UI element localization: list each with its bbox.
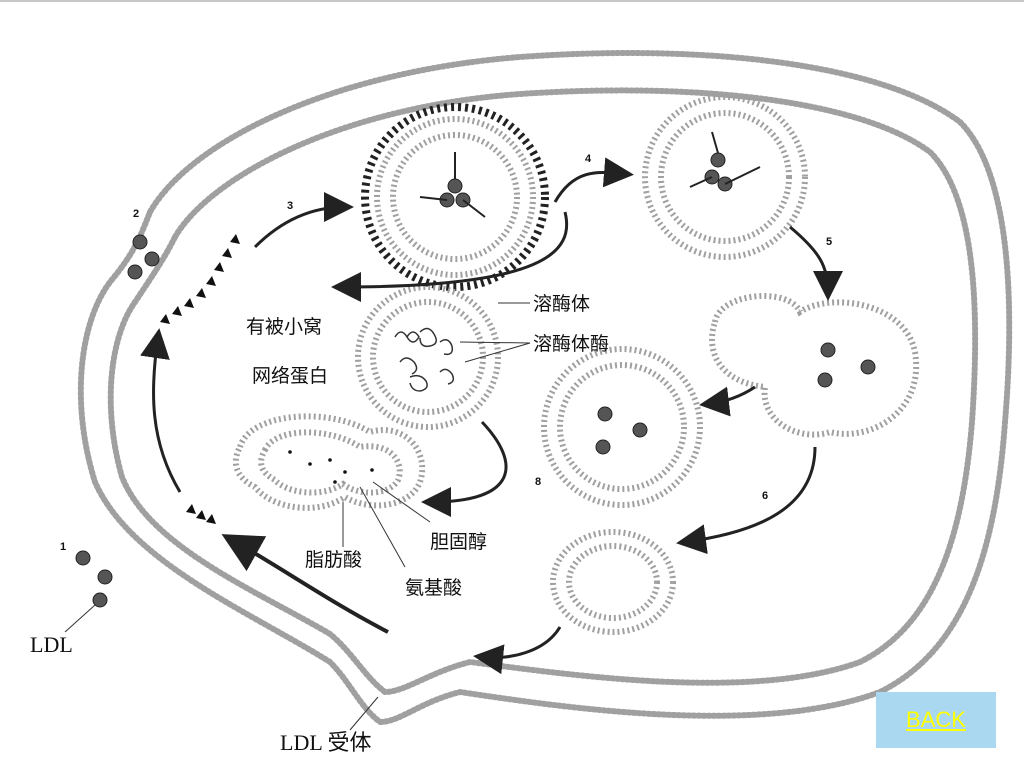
step-3: 3 <box>287 200 293 212</box>
step-1: 1 <box>60 541 66 553</box>
lysosomal-enzymes <box>394 327 455 392</box>
label-leaders <box>64 302 531 731</box>
step-8: 8 <box>535 476 541 488</box>
fusion-vesicle <box>709 293 920 438</box>
back-button-label[interactable]: BACK <box>906 707 966 732</box>
cell-membrane <box>77 50 1013 726</box>
label-fatty-acid: 脂肪酸 <box>305 549 362 571</box>
label-clathrin: 网络蛋白 <box>252 365 328 387</box>
ldl-particles <box>75 234 160 608</box>
label-coated-pit: 有被小窝 <box>246 316 322 338</box>
endosome-vesicle <box>642 94 808 260</box>
back-button[interactable]: BACK <box>876 692 996 748</box>
product-vesicle <box>232 413 426 511</box>
label-amino-acid: 氨基酸 <box>405 577 462 599</box>
lysosome <box>355 284 501 430</box>
coated-pit-triangles <box>160 234 240 524</box>
step-6: 6 <box>762 490 768 502</box>
recycling-vesicle <box>550 529 676 635</box>
secondary-lysosome <box>541 346 703 508</box>
label-cholesterol: 胆固醇 <box>430 531 487 553</box>
step-2: 2 <box>133 208 139 220</box>
label-ldl-receptor: LDL 受体 <box>280 730 371 755</box>
step-4: 4 <box>585 153 592 165</box>
pathway-arrows <box>140 157 843 675</box>
label-ldl: LDL <box>30 632 73 657</box>
coated-vesicle <box>361 103 549 291</box>
label-lysosomal-enzyme: 溶酶体酶 <box>533 333 609 355</box>
label-lysosome: 溶酶体 <box>533 293 590 315</box>
step-5: 5 <box>826 236 832 248</box>
